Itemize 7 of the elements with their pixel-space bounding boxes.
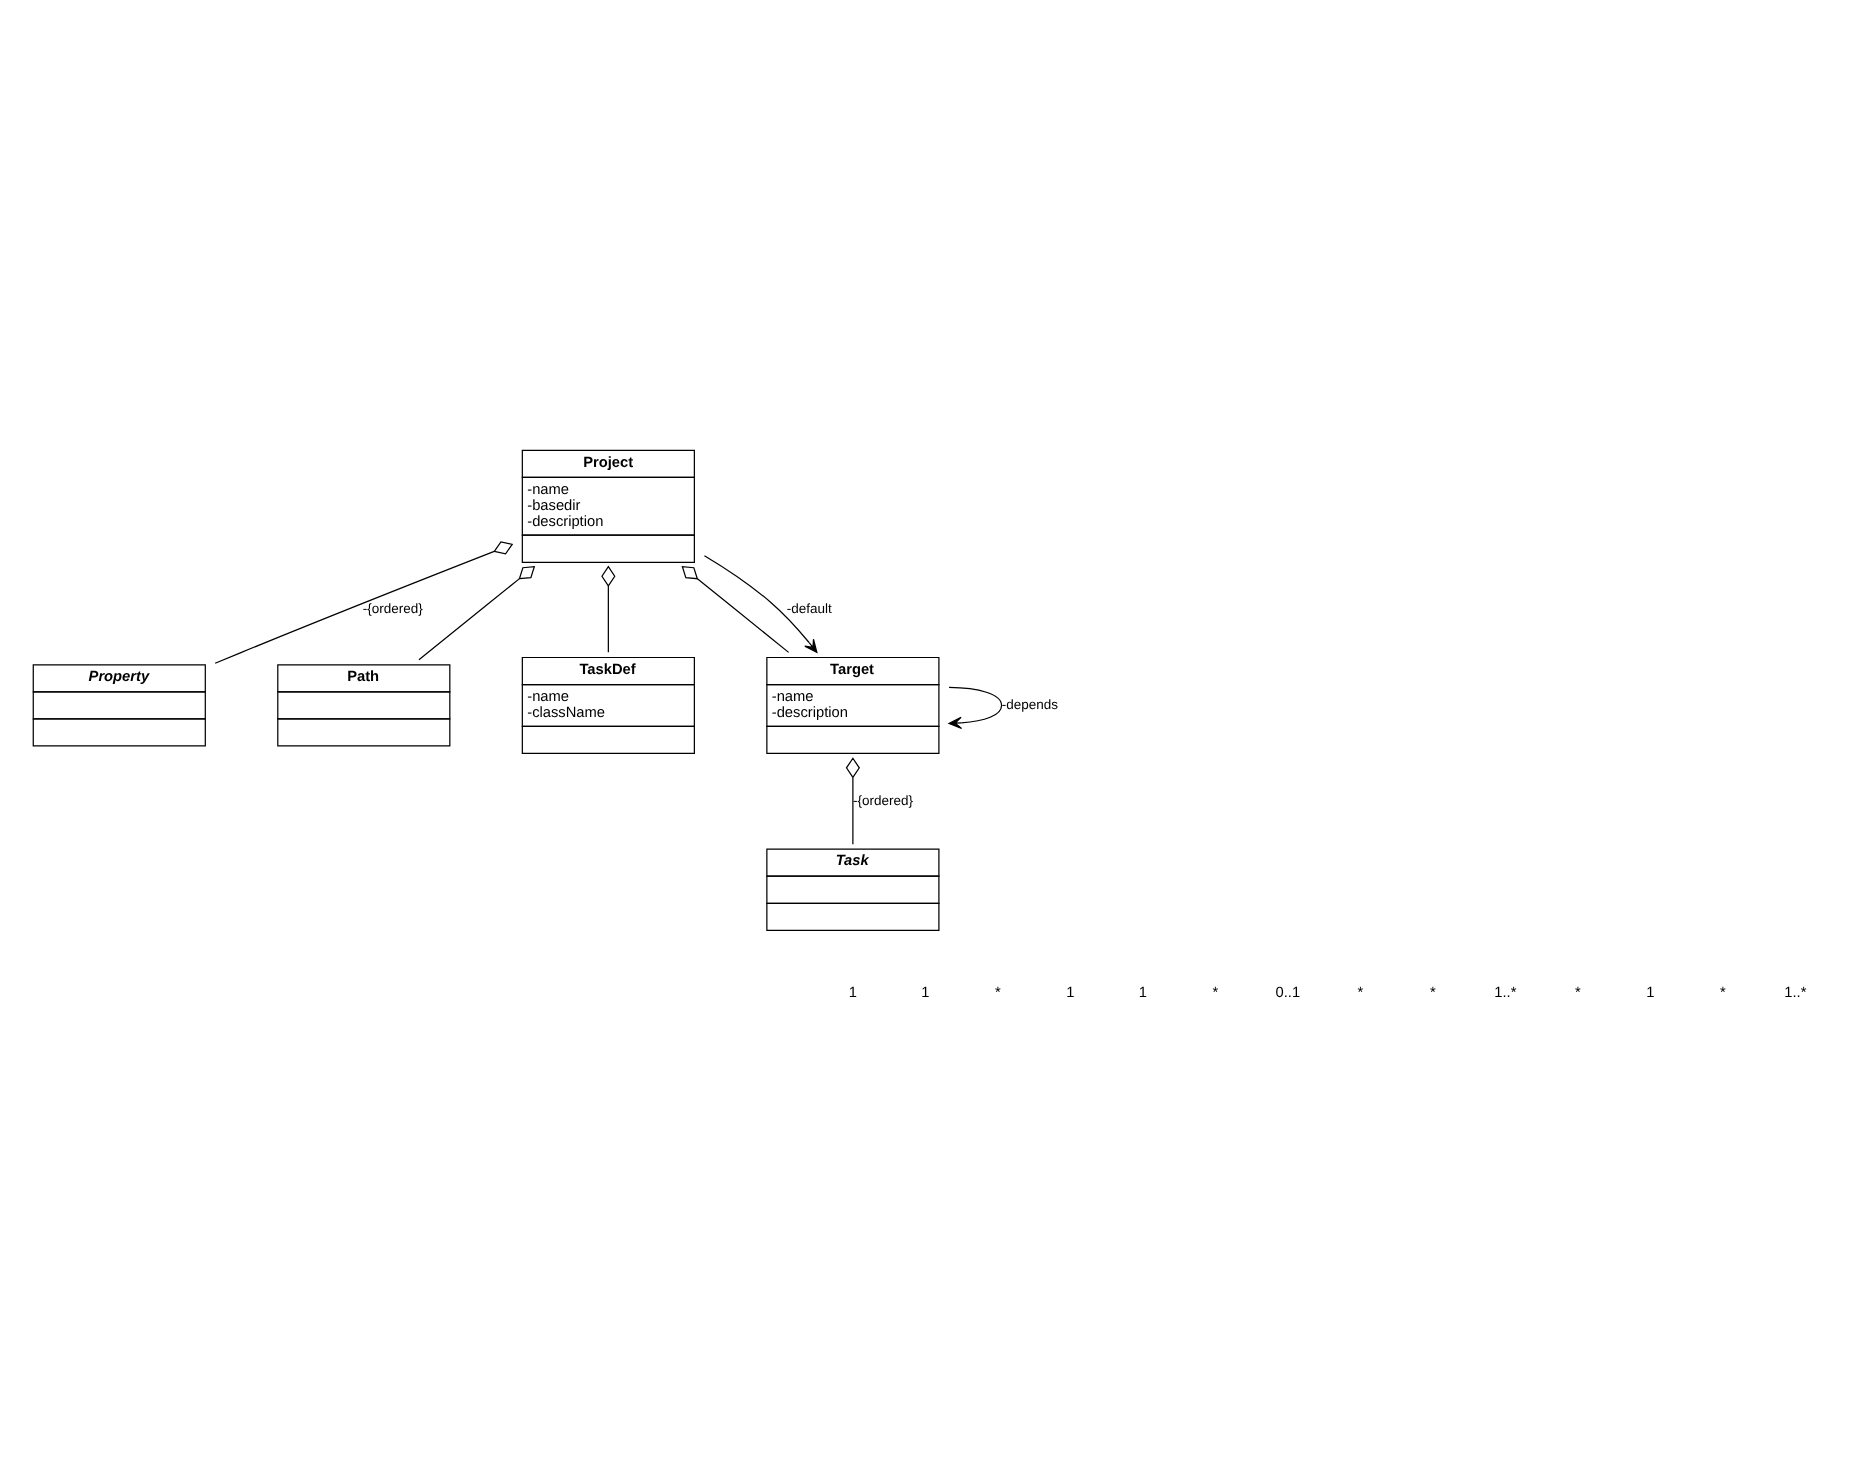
arrow — [948, 685, 1003, 728]
connector — [601, 564, 616, 652]
connector — [214, 540, 514, 663]
connector — [845, 756, 860, 844]
connector — [418, 565, 536, 660]
connector — [681, 565, 790, 652]
arrow — [703, 554, 818, 652]
